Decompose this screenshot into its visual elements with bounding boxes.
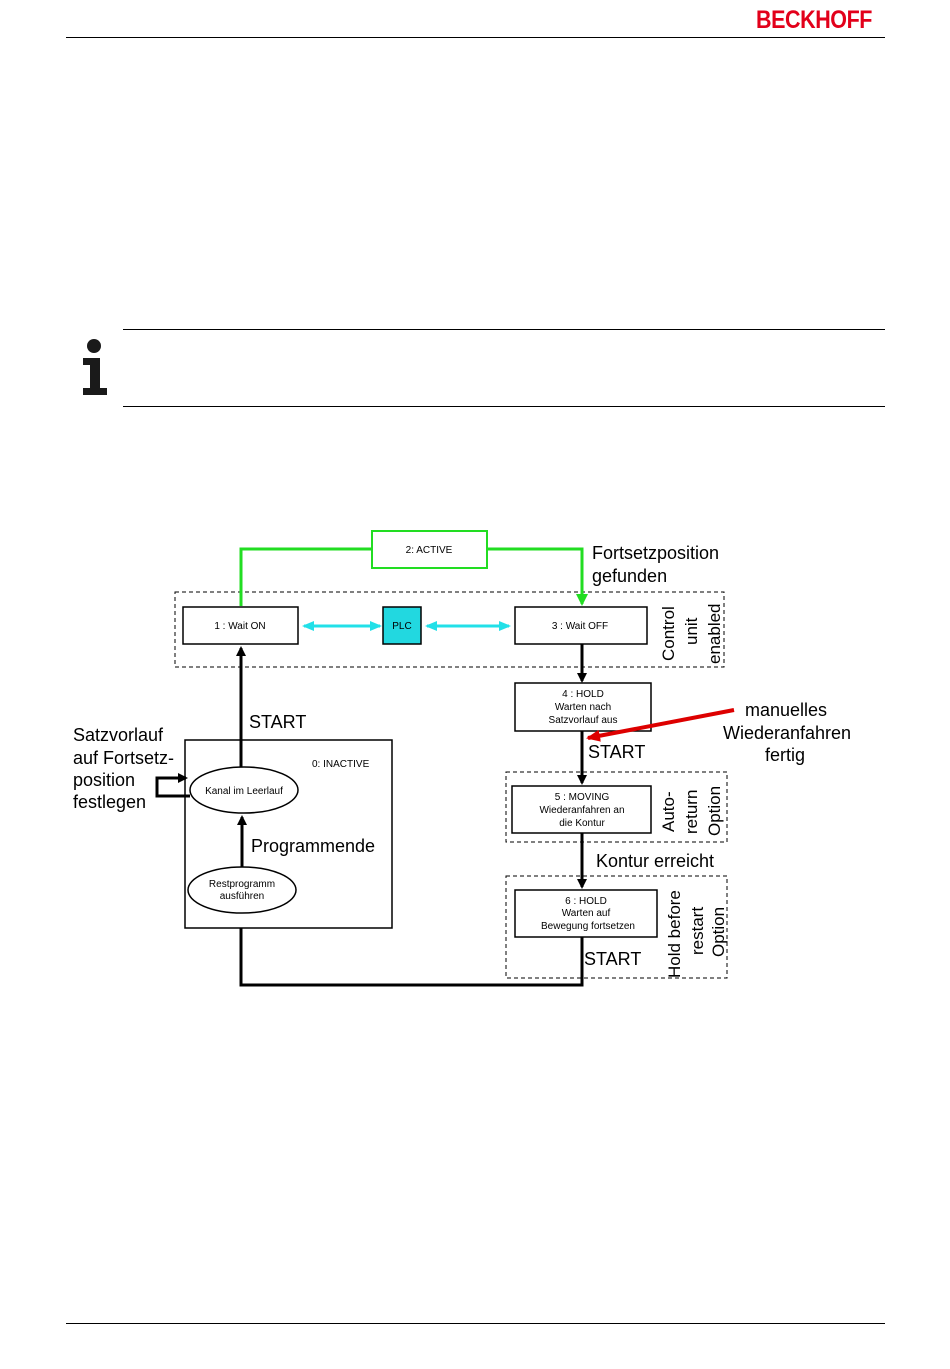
state-hold4-line1: 4 : HOLD [562, 689, 604, 700]
state-active-label: 2: ACTIVE [406, 545, 453, 556]
satzvorlauf-line4: festlegen [73, 792, 146, 812]
manual-return-arrow [586, 708, 735, 742]
control-label-line1: Control [659, 606, 678, 661]
control-label-line2: unit [682, 617, 701, 645]
satzvorlauf-self-loop [155, 773, 190, 798]
autoreturn-line1: Auto- [659, 791, 678, 832]
autoreturn-line3: Option [705, 786, 724, 836]
state-inactive-label: 0: INACTIVE [312, 759, 370, 770]
state-wait-off-box [514, 606, 648, 645]
control-label-line3: enabled [705, 603, 724, 664]
state-hold4-line3: Satzvorlauf aus [549, 715, 618, 726]
header-rule [66, 37, 885, 38]
state-hold6-line3: Bewegung fortsetzen [541, 921, 635, 932]
note-rule-bottom [123, 406, 885, 407]
fortsetz-label-line1: Fortsetzposition [592, 543, 719, 563]
state-moving5-line1: 5 : MOVING [555, 792, 610, 803]
holdbefore-line3: Option [709, 907, 728, 957]
state-active-box [371, 530, 488, 569]
rest-ellipse [187, 866, 297, 914]
footer-rule [66, 1323, 885, 1324]
state-hold4-box [514, 682, 652, 732]
info-icon [83, 339, 107, 395]
manuell-line1: manuelles [745, 700, 827, 720]
control-unit-group [174, 591, 725, 668]
satzvorlauf-line1: Satzvorlauf [73, 725, 164, 745]
manuell-line2: Wiederanfahren [723, 723, 851, 743]
state-moving5-line2: Wiederanfahren an [539, 805, 624, 816]
autoreturn-line2: return [682, 790, 701, 834]
manuell-line3: fertig [765, 745, 805, 765]
state-wait-on-label: 1 : Wait ON [214, 621, 265, 632]
state-wait-on-box [182, 606, 299, 645]
start-label-2: START [588, 742, 645, 762]
beckhoff-logo: BECKHOFF [756, 6, 873, 34]
plc-label: PLC [392, 621, 411, 632]
programmende-label: Programmende [251, 836, 375, 856]
kanal-ellipse [189, 766, 299, 814]
state-hold6-line1: 6 : HOLD [565, 896, 607, 907]
active-path-right [487, 547, 588, 606]
state-moving5-box [511, 785, 652, 834]
rest-line2: ausführen [220, 891, 264, 902]
state-hold6-box [514, 889, 658, 938]
kanal-label: Kanal im Leerlauf [205, 786, 283, 797]
state-hold6-line2: Warten auf [562, 908, 611, 919]
rest-line1: Restprogramm [209, 879, 275, 890]
satzvorlauf-line3: position [73, 770, 135, 790]
arrow-6-to-inactive [236, 918, 584, 987]
hold-before-restart-group [505, 875, 728, 979]
state-hold4-line2: Warten nach [555, 702, 611, 713]
start-label-1: START [249, 712, 306, 732]
note-rule-top [123, 329, 885, 330]
active-path-left [239, 547, 372, 606]
satzvorlauf-line2: auf Fortsetz- [73, 748, 174, 768]
fortsetz-label-line2: gefunden [592, 566, 667, 586]
state-wait-off-label: 3 : Wait OFF [552, 621, 608, 632]
plc-box [382, 606, 422, 645]
start-label-3: START [584, 949, 641, 969]
holdbefore-line2: restart [688, 907, 707, 955]
state-moving5-line3: die Kontur [559, 818, 605, 829]
auto-return-group [505, 771, 728, 843]
holdbefore-line1: Hold before [665, 890, 684, 978]
kontur-label: Kontur erreicht [596, 851, 714, 871]
